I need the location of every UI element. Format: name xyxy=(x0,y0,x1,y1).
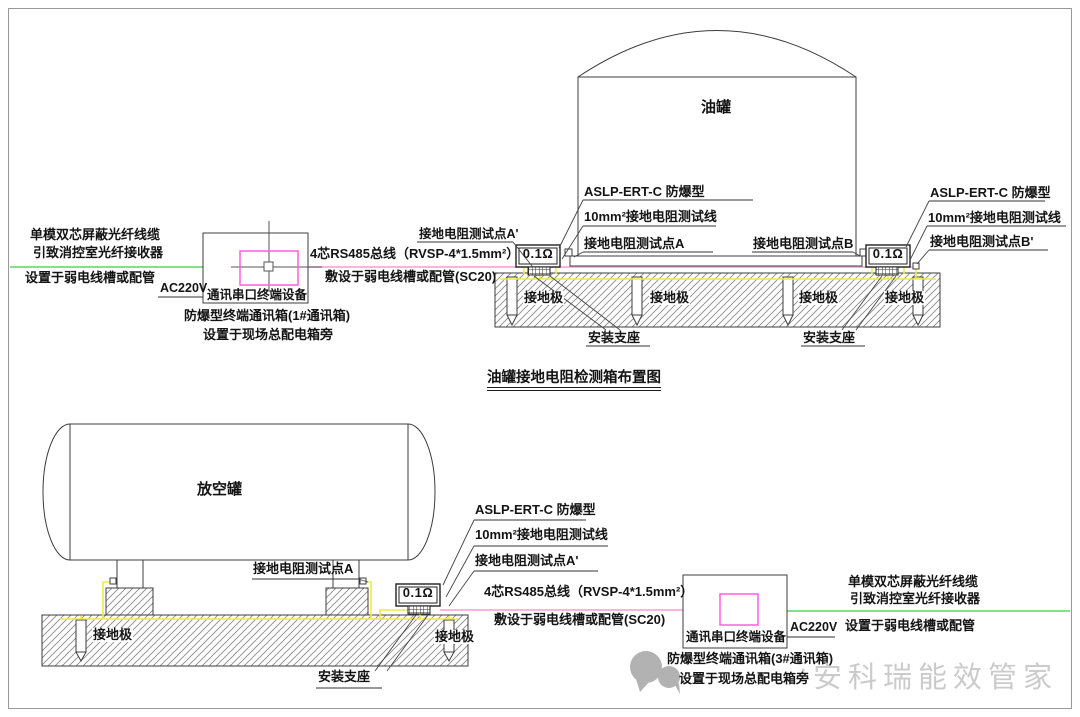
support-label: 安装支座 xyxy=(318,669,371,684)
aslp-model-label-right: ASLP-ERT-C 防爆型 xyxy=(930,185,1051,200)
fiber-note-line3: 设置于弱电线槽或配管 xyxy=(845,618,976,633)
test-point-a-label: 接地电阻测试点A xyxy=(584,236,685,251)
rs485-bus-label: 4芯RS485总线（RVSP-4*1.5mm²） xyxy=(484,584,694,599)
electrode-label: 接地极 xyxy=(798,290,840,305)
electrode-label: 接地极 xyxy=(434,629,476,644)
rs485-conduit-label: 敷设于弱电线槽或配管(SC20) xyxy=(325,269,497,284)
vent-tank-label: 放空罐 xyxy=(197,481,243,498)
comm-device-label: 通讯串口终端设备 xyxy=(686,630,787,644)
test-point-b-label: 接地电阻测试点B xyxy=(753,236,854,251)
oil-tank-label: 油罐 xyxy=(701,99,732,116)
top-leader-lines xyxy=(512,199,930,331)
test-point-a-label: 接地电阻测试点A xyxy=(253,561,354,576)
aslp-model-label-left: ASLP-ERT-C 防爆型 xyxy=(584,184,705,199)
detector-value-right: 0.1Ω xyxy=(872,246,904,261)
watermark-text: 安科瑞能效管家 xyxy=(813,662,1059,694)
test-wire-label-right: 10mm²接地电阻测试线 xyxy=(928,210,1061,225)
rs485-bus-label: 4芯RS485总线（RVSP-4*1.5mm²） xyxy=(310,246,520,261)
support-label: 安装支座 xyxy=(588,330,641,345)
aslp-model-label: ASLP-ERT-C 防爆型 xyxy=(475,502,596,517)
top-label-underlines xyxy=(158,199,1066,347)
test-point-a-prime-label: 接地电阻测试点A' xyxy=(419,227,519,241)
comm-box1-caption2: 设置于现场总配电箱旁 xyxy=(203,327,334,342)
ac220v-label: AC220V xyxy=(790,620,838,634)
comm-device-label: 通讯串口终端设备 xyxy=(207,288,308,302)
comm-box3-caption1: 防爆型终端通讯箱(3#通讯箱) xyxy=(667,651,834,666)
bottom-comm-terminal-box xyxy=(682,574,788,649)
test-wire-label: 10mm²接地电阻测试线 xyxy=(475,527,608,542)
top-comm-terminal-box xyxy=(202,221,322,304)
electrode-label: 接地极 xyxy=(884,290,926,305)
top-detector-box-left xyxy=(515,244,561,276)
detector-value-left: 0.1Ω xyxy=(522,246,554,261)
ac220v-label: AC220V xyxy=(160,281,208,295)
bottom-label-underlines xyxy=(252,519,835,689)
bottom-detector-box xyxy=(395,583,441,615)
electrode-label: 接地极 xyxy=(649,290,691,305)
diagram-title: 油罐接地电阻检测箱布置图 xyxy=(487,370,661,392)
rs485-conduit-label: 敷设于弱电线槽或配管(SC20) xyxy=(494,612,666,627)
fiber-note-line3: 设置于弱电线槽或配管 xyxy=(25,270,156,285)
electrode-label: 接地极 xyxy=(523,290,565,305)
vent-tank-outline xyxy=(42,423,436,588)
electrode-label: 接地极 xyxy=(92,627,134,642)
detector-value: 0.1Ω xyxy=(402,585,434,600)
comm-box3-caption2: 设置于现场总配电箱旁 xyxy=(679,671,810,686)
fiber-note-line1: 单模双芯屏蔽光纤线缆 xyxy=(848,574,979,589)
fiber-note-line2: 引致消控室光纤接收器 xyxy=(850,591,981,606)
test-wire-label-left: 10mm²接地电阻测试线 xyxy=(584,209,717,224)
top-foundation xyxy=(494,272,941,328)
comm-box1-caption1: 防爆型终端通讯箱(1#通讯箱) xyxy=(184,308,351,323)
test-point-a-prime-label: 接地电阻测试点A' xyxy=(475,553,579,568)
fiber-note-line2: 引致消控室光纤接收器 xyxy=(33,245,164,260)
test-point-b-prime-label: 接地电阻测试点B' xyxy=(930,234,1034,249)
bottom-leader-lines xyxy=(357,519,475,672)
watermark-chat-bubbles-icon xyxy=(630,651,680,694)
support-label: 安装支座 xyxy=(803,330,856,345)
drawing-border xyxy=(8,8,1072,709)
oil-tank-outline xyxy=(564,30,868,267)
bottom-yellow-ground-wire xyxy=(60,581,458,620)
fiber-note-line1: 单模双芯屏蔽光纤线缆 xyxy=(30,227,161,242)
top-detector-box-right xyxy=(865,244,920,276)
watermark-separator-dot: · xyxy=(799,653,808,683)
bottom-saddle-supports xyxy=(105,587,369,616)
